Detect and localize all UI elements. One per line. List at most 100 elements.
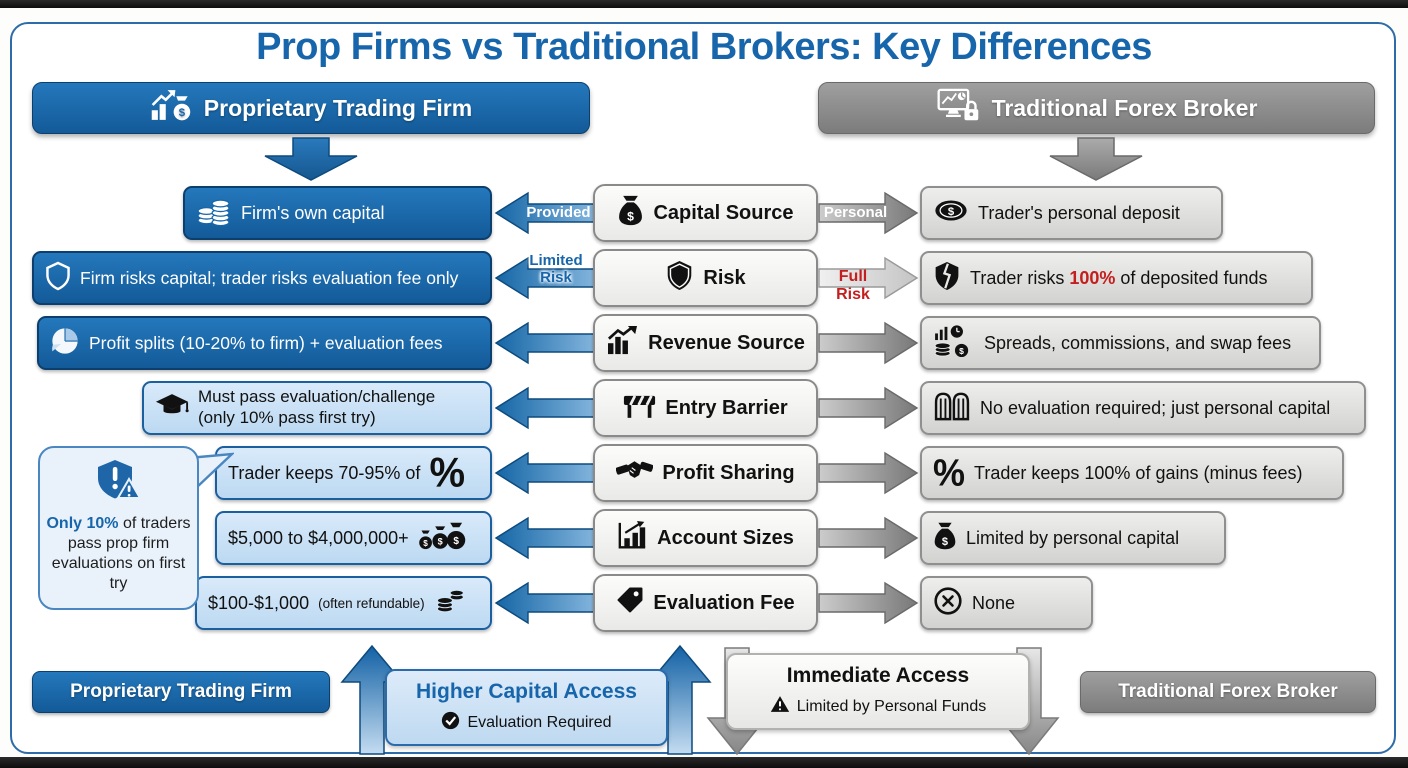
- entry-barrier-label: Entry Barrier: [665, 396, 788, 419]
- prop-entry-text: Must pass evaluation/challenge (only 10%…: [198, 387, 436, 427]
- broker-summary-title: Immediate Access: [786, 664, 970, 687]
- prop-summary-box: Higher Capital Access Evaluation Require…: [385, 669, 668, 746]
- fee-right-arrow: [818, 581, 919, 625]
- broken-shield-icon: [933, 260, 961, 297]
- account-sizes-label: Account Sizes: [657, 526, 794, 549]
- capital-source-label: Capital Source: [653, 201, 794, 224]
- prop-entry-box: Must pass evaluation/challenge (only 10%…: [142, 381, 492, 435]
- provided-arrow: Provided: [494, 191, 595, 235]
- capital-source-category: $ Capital Source: [593, 184, 818, 242]
- revenue-left-arrow: [494, 321, 595, 365]
- broker-header: Traditional Forex Broker: [818, 82, 1375, 134]
- callout-text: of traders pass prop firm evaluations on…: [51, 515, 191, 592]
- coins-stack-icon: [434, 587, 466, 619]
- framed-chart-icon: [617, 520, 648, 556]
- broker-entry-box: No evaluation required; just personal ca…: [920, 381, 1366, 435]
- monitor-lock-icon: [936, 88, 980, 129]
- account-sizes-category: Account Sizes: [593, 509, 818, 567]
- svg-text:$: $: [942, 535, 948, 547]
- prop-risk-text: Firm risks capital; trader risks evaluat…: [80, 267, 459, 288]
- money-bags-icon: $ $ $: [418, 520, 466, 556]
- risk-label: Risk: [703, 266, 746, 289]
- broker-capital-text: Trader's personal deposit: [978, 202, 1180, 223]
- personal-arrow-label: Personal: [823, 204, 888, 221]
- shield-outline-icon: [45, 261, 71, 296]
- broker-fee-text: None: [972, 592, 1016, 613]
- barrier-icon: [623, 391, 656, 425]
- chart-moneybag-icon: $: [150, 89, 192, 127]
- page-title: Prop Firms vs Traditional Brokers: Key D…: [256, 26, 1152, 68]
- graduation-cap-icon: [155, 393, 189, 423]
- broker-header-label: Traditional Forex Broker: [991, 94, 1258, 121]
- svg-text:$: $: [453, 536, 459, 547]
- svg-text:$: $: [628, 209, 635, 223]
- broker-risk-box: Trader risks 100% of deposited funds: [920, 251, 1313, 305]
- prop-account-text: $5,000 to $4,000,000+: [228, 527, 409, 548]
- top-border-strip: [0, 0, 1408, 8]
- prop-profit-box: Trader keeps 70-95% of %: [215, 446, 492, 500]
- profit-sharing-label: Profit Sharing: [662, 461, 795, 484]
- down-arrow-gray-icon: [1048, 136, 1144, 187]
- broker-capital-box: $ Trader's personal deposit: [920, 186, 1223, 240]
- limited-risk-arrow: Limited Risk: [494, 252, 595, 300]
- prop-risk-box: Firm risks capital; trader risks evaluat…: [32, 251, 492, 305]
- profit-left-arrow: [494, 451, 595, 495]
- prop-summary-title: Higher Capital Access: [416, 680, 637, 703]
- money-bag-icon: $: [933, 522, 957, 555]
- full-risk-arrow: Full Risk: [818, 256, 919, 303]
- account-right-arrow: [818, 516, 919, 560]
- bottom-broker-label: Traditional Forex Broker: [1080, 671, 1376, 713]
- profit-sharing-category: Profit Sharing: [593, 444, 818, 502]
- down-arrow-blue-icon: [263, 136, 359, 187]
- percent-icon: %: [429, 449, 466, 497]
- prop-firm-header: $ Proprietary Trading Firm: [32, 82, 590, 134]
- percent-icon: %: [933, 450, 966, 494]
- svg-text:$: $: [959, 345, 964, 355]
- revenue-right-arrow: [818, 321, 919, 365]
- profit-right-arrow: [818, 451, 919, 495]
- broker-profit-box: % Trader keeps 100% of gains (minus fees…: [920, 446, 1344, 500]
- prop-capital-box: Firm's own capital: [183, 186, 492, 240]
- broker-fee-box: None: [920, 576, 1093, 630]
- price-tag-icon: [616, 586, 644, 620]
- svg-text:$: $: [179, 107, 186, 119]
- prop-account-box: $5,000 to $4,000,000+ $ $ $: [215, 511, 492, 565]
- limited-risk-arrow-label: Limited Risk: [529, 252, 583, 286]
- shield-warning-icon: [46, 458, 191, 510]
- prop-revenue-text: Profit splits (10-20% to firm) + evaluat…: [89, 332, 443, 353]
- personal-arrow: Personal: [818, 191, 919, 235]
- broker-account-text: Limited by personal capital: [966, 527, 1180, 548]
- handshake-icon: [616, 459, 654, 488]
- prop-summary-sub: Evaluation Required: [387, 711, 666, 735]
- risk-percent-highlight: 100%: [1069, 267, 1116, 288]
- provided-arrow-label: Provided: [526, 204, 591, 221]
- broker-revenue-box: $ Spreads, commissions, and swap fees: [920, 316, 1321, 370]
- coins-stack-icon: [196, 196, 232, 231]
- entry-left-arrow: [494, 386, 595, 430]
- prop-firm-header-label: Proprietary Trading Firm: [203, 94, 473, 121]
- broker-entry-text: No evaluation required; just personal ca…: [980, 397, 1331, 418]
- prop-fee-text: $100-$1,000: [208, 592, 310, 613]
- evaluation-stat-callout: Only 10% of traders pass prop firm evalu…: [38, 446, 199, 610]
- revenue-source-category: Revenue Source: [593, 314, 818, 372]
- broker-summary-sub: Limited by Personal Funds: [728, 695, 1028, 718]
- warning-triangle-icon: [770, 695, 790, 718]
- svg-text:$: $: [948, 206, 955, 218]
- broker-risk-text: Trader risks 100% of deposited funds: [970, 267, 1268, 288]
- broker-profit-text: Trader keeps 100% of gains (minus fees): [974, 462, 1303, 483]
- gate-icon: [933, 391, 971, 426]
- prop-fee-box: $100-$1,000 (often refundable): [195, 576, 492, 630]
- shield-icon: [665, 259, 694, 298]
- bottom-prop-label: Proprietary Trading Firm: [32, 671, 330, 713]
- evaluation-fee-label: Evaluation Fee: [653, 591, 795, 614]
- account-left-arrow: [494, 516, 595, 560]
- broker-summary-box: Immediate Access Limited by Personal Fun…: [726, 653, 1030, 730]
- evaluation-fee-category: Evaluation Fee: [593, 574, 818, 632]
- fee-left-arrow: [494, 581, 595, 625]
- bottom-border-strip: [0, 757, 1408, 768]
- prop-profit-text: Trader keeps 70-95% of: [228, 462, 421, 483]
- broker-revenue-text: Spreads, commissions, and swap fees: [984, 332, 1292, 353]
- pie-chart-icon: [50, 326, 80, 361]
- dollar-coin-icon: $: [933, 198, 969, 228]
